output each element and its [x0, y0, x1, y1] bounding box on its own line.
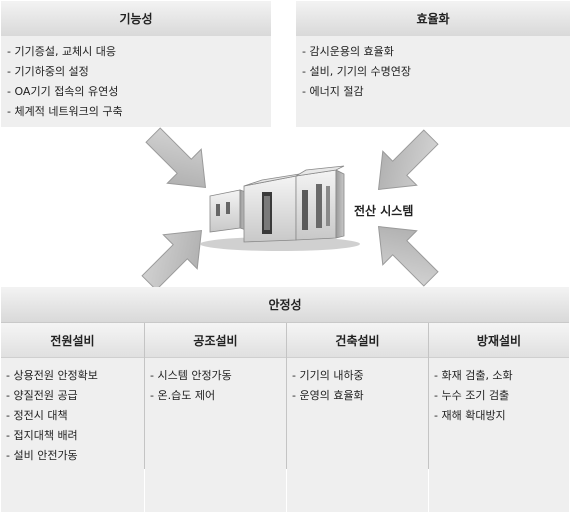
server-rack-image: [200, 165, 360, 251]
list-item: - 기기하중의 설정: [7, 65, 89, 78]
list-item: - 재해 확대방지: [434, 409, 506, 422]
stability-title: 안정성: [1, 287, 569, 323]
functionality-box: 기능성 - 기기증설, 교체시 대응 - 기기하중의 설정 - OA기기 접속의…: [1, 1, 271, 127]
list-item: - 체계적 네트워크의 구축: [7, 105, 123, 118]
efficiency-box: 효율화 - 감시운용의 효율화 - 설비, 기기의 수명연장 - 에너지 절감: [296, 1, 570, 127]
list-item: - 누수 조기 검출: [434, 389, 510, 402]
center-system-label: 전산 시스템: [354, 204, 414, 218]
list-item: - 에너지 절감: [302, 85, 364, 98]
list-item: - 정전시 대책: [6, 409, 68, 422]
column-title: 전원설비: [1, 323, 144, 358]
list-item: - 상용전원 안정확보: [6, 369, 98, 382]
power-facility-column: 전원설비 - 상용전원 안정확보 - 양질전원 공급 - 정전시 대책 - 접지…: [1, 323, 144, 512]
list-item: - 감시운용의 효율화: [302, 45, 394, 58]
hvac-facility-column: 공조설비 - 시스템 안정가동 - 온.습도 제어: [145, 323, 286, 512]
building-facility-column: 건축설비 - 기기의 내하중 - 운영의 효율화: [287, 323, 428, 512]
column-title: 공조설비: [145, 323, 286, 358]
disaster-prevention-column: 방재설비 - 화재 검출, 소화 - 누수 조기 검출 - 재해 확대방지: [429, 323, 569, 512]
list-item: - 설비 안전가동: [6, 449, 78, 462]
list-item: - 기기증설, 교체시 대응: [7, 45, 117, 58]
list-item: - OA기기 접속의 유연성: [7, 85, 119, 98]
list-item: - 화재 검출, 소화: [434, 369, 513, 382]
list-item: - 설비, 기기의 수명연장: [302, 65, 412, 78]
functionality-list: - 기기증설, 교체시 대응 - 기기하중의 설정 - OA기기 접속의 유연성…: [1, 36, 271, 127]
arrow-icon: [145, 127, 207, 189]
list-item: - 접지대책 배려: [6, 429, 78, 442]
arrow-icon: [377, 129, 439, 191]
center-illustration: [141, 127, 439, 291]
arrow-icon: [377, 225, 439, 287]
list-item: - 운영의 효율화: [292, 389, 364, 402]
list-item: - 온.습도 제어: [150, 389, 216, 402]
stability-box: 안정성 전원설비 - 상용전원 안정확보 - 양질전원 공급 - 정전시 대책 …: [1, 287, 569, 512]
column-divider: [286, 323, 287, 469]
column-divider: [428, 323, 429, 469]
list-item: - 기기의 내하중: [292, 369, 364, 382]
list-item: - 양질전원 공급: [6, 389, 78, 402]
list-item: - 시스템 안정가동: [150, 369, 232, 382]
efficiency-title: 효율화: [296, 1, 570, 36]
efficiency-list: - 감시운용의 효율화 - 설비, 기기의 수명연장 - 에너지 절감: [296, 36, 570, 127]
arrow-icon: [141, 229, 203, 291]
column-title: 방재설비: [429, 323, 569, 358]
functionality-title: 기능성: [1, 1, 271, 36]
column-divider: [144, 323, 145, 469]
column-title: 건축설비: [287, 323, 428, 358]
